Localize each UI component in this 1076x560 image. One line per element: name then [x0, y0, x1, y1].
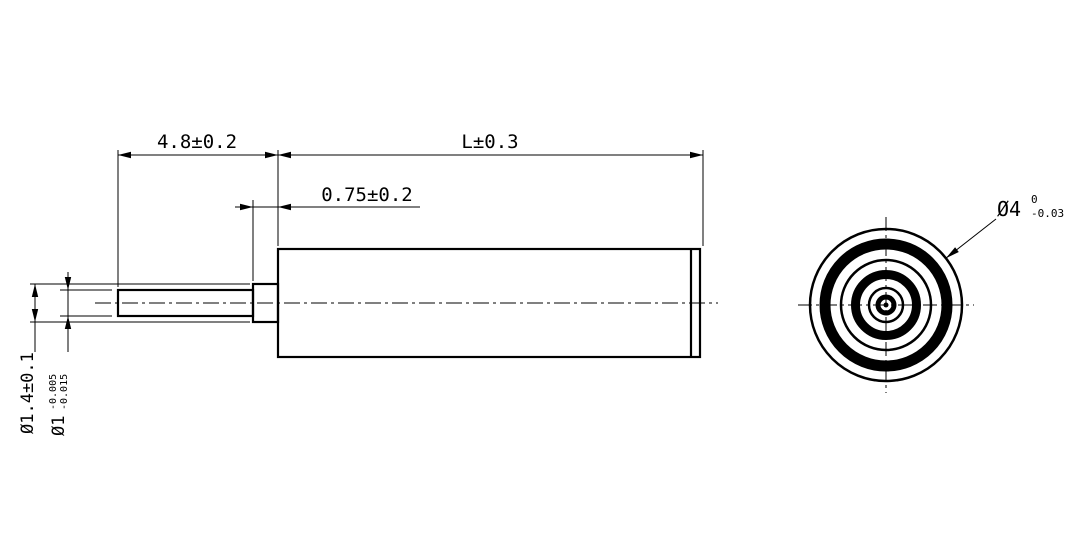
end-view-circles: [808, 227, 964, 383]
bearing-ring: [851, 270, 921, 340]
label-shaft-diameter-nominal: Ø1: [49, 416, 69, 436]
body-outer-circle: [808, 227, 964, 383]
arrow-body-length-left: [278, 151, 291, 159]
end-cap-ring: [819, 238, 953, 372]
label-boss-diameter-group: Ø1.4±0.1: [18, 352, 38, 434]
label-body-diameter-group: Ø4 0 -0.03: [997, 193, 1064, 221]
dimension-arrowheads: [31, 151, 959, 329]
arrow-shaft-length-left: [118, 151, 131, 159]
arrow-boss-dia-bottom: [31, 309, 39, 322]
label-body-diameter-tol-upper: 0: [1031, 193, 1038, 206]
arrow-boss-width-right: [278, 203, 291, 211]
arrow-shaft-length-right: [265, 151, 278, 159]
arrow-boss-dia-top: [31, 284, 39, 297]
bearing-bore-circle: [867, 286, 905, 324]
label-shaft-diameter-tol-upper: -0.005: [48, 374, 59, 410]
label-shaft-diameter-tol-lower: -0.015: [59, 374, 70, 410]
arrow-shaft-dia-top: [64, 277, 72, 290]
label-boss-diameter: Ø1.4±0.1: [18, 352, 38, 434]
label-body-diameter-tol-lower: -0.03: [1031, 207, 1064, 220]
label-shaft-diameter-group: Ø1 -0.005 -0.015: [48, 374, 70, 436]
label-body-diameter-nominal: Ø4: [997, 197, 1021, 221]
arrow-body-length-right: [690, 151, 703, 159]
shaft-center-dot: [883, 302, 889, 308]
label-boss-width: 0.75±0.2: [321, 184, 413, 206]
arrow-boss-width-left: [240, 203, 253, 211]
arrow-leader-body-diameter: [945, 247, 959, 259]
label-shaft-length: 4.8±0.2: [157, 131, 237, 153]
inner-face-circle: [839, 258, 933, 352]
arrow-shaft-dia-bottom: [64, 316, 72, 329]
dimension-labels: 4.8±0.2 L±0.3 0.75±0.2 Ø1.4±0.1 Ø1 -0.00…: [18, 131, 1064, 436]
shaft-circle: [875, 294, 897, 316]
label-body-length: L±0.3: [461, 131, 518, 153]
end-view: [798, 217, 974, 393]
